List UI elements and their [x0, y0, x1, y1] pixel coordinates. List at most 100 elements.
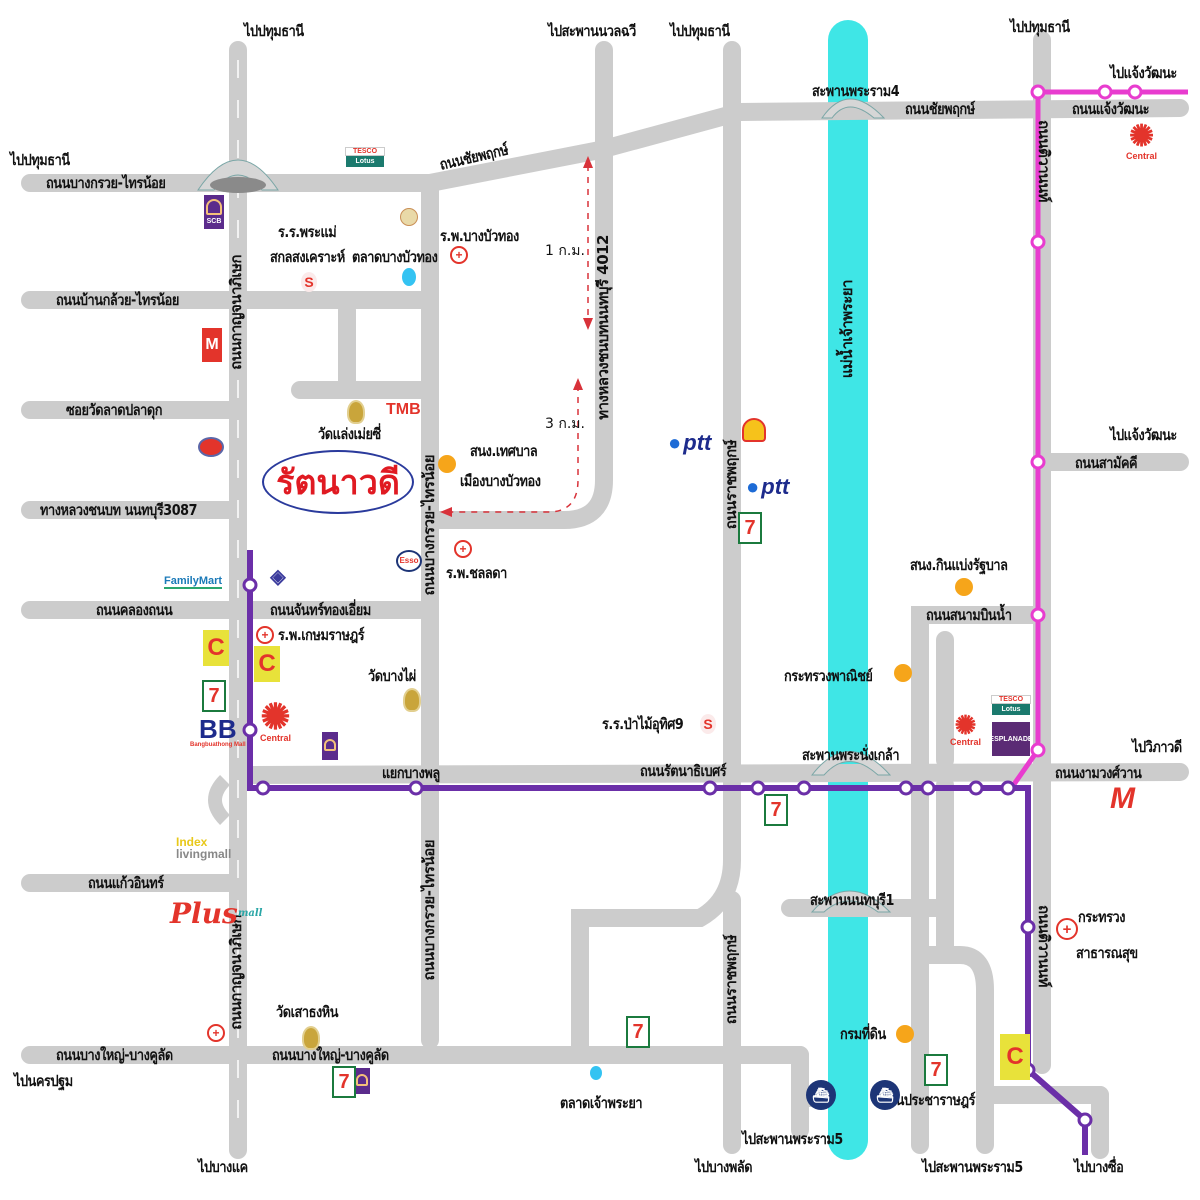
route-3km	[448, 385, 579, 513]
purple-line-station	[702, 780, 718, 796]
shell-gas-icon	[742, 418, 766, 442]
place-label: ร.พ.บางบัวทอง	[440, 227, 519, 245]
place-label: วัดเสาธงหิน	[276, 1003, 339, 1021]
stations	[242, 84, 1143, 1128]
location-title: รัตนาวดี	[262, 450, 414, 514]
government-office-icon	[896, 1025, 914, 1043]
bigc-icon: C	[254, 646, 280, 682]
pink-line-track	[1007, 89, 1188, 792]
bridge-phranangklao-arc	[810, 751, 892, 776]
bridge-label: สะพานนนทบุรี1	[810, 891, 894, 909]
road-label-vertical: ถนนติวานนท์	[1035, 120, 1053, 203]
purple-line-station	[408, 780, 424, 796]
place-label: สนง.กินแบ่งรัฐบาล	[910, 556, 1008, 574]
the-mall-icon: M	[1110, 782, 1135, 815]
tmb-bank-icon: TMB	[386, 402, 421, 418]
place-label: สนง.เทศบาล	[470, 442, 538, 460]
scb-bank-icon	[322, 732, 338, 760]
purple-line-station	[1000, 780, 1016, 796]
direction-label: ไปปทุมธานี	[244, 22, 304, 40]
road-label: ถนนบางกรวย-ไทรน้อย	[46, 174, 166, 192]
place-label: ตลาดบางบัวทอง	[352, 248, 438, 266]
bb-label: BB	[199, 714, 237, 744]
distance-label: 1 ก.ม.	[545, 243, 585, 259]
scb-label: SCB	[206, 218, 222, 225]
hospital-icon: +	[256, 626, 274, 644]
road-label: ถนนบางใหญ่-บางคูลัด	[56, 1046, 173, 1064]
purple-line-station	[1020, 919, 1036, 935]
bigc-icon: C	[203, 630, 229, 666]
bridge-label: สะพานพระราม4	[812, 82, 900, 100]
bb-sublabel: Bangbuathong Mall	[190, 742, 246, 748]
pink-line-station	[1030, 454, 1046, 470]
river-label: แม่น้ำเจ้าพระยา	[838, 280, 856, 379]
place-label: สกลสงเคราะห์	[270, 248, 345, 266]
place-label: สาธารณสุข	[1076, 944, 1138, 962]
boat-pier-icon: ⛴	[870, 1080, 900, 1110]
bridge-rama4-arc	[821, 98, 886, 119]
place-label: ร.ร.ป่าไม้อุทิศ9	[602, 715, 684, 733]
interchange-shadow	[210, 177, 266, 193]
seven-eleven-icon: 7	[764, 794, 788, 826]
road-label: ถนนสนามบินน้ำ	[926, 606, 1012, 624]
road-label: ถนนคลองถนน	[96, 601, 173, 619]
road-label: ถนนประชาราษฎร์	[880, 1091, 976, 1109]
road-label: ถนนงามวงศ์วาน	[1055, 764, 1142, 782]
place-label: กระทรวงพาณิชย์	[784, 667, 873, 685]
road-label: ถนนจันทร์ทองเอี่ยม	[270, 601, 371, 619]
purple-line-station	[968, 780, 984, 796]
road-chaiyapruek	[421, 99, 1189, 192]
hospital-icon: +	[450, 246, 468, 264]
ptt-label: ptt	[683, 430, 712, 455]
road-label-vertical: ถนนบางกรวย-ไทรน้อย	[420, 455, 438, 596]
arrowhead-up-1	[583, 156, 593, 168]
seven-eleven-icon: 7	[738, 512, 762, 544]
government-office-icon	[894, 664, 912, 682]
purple-line-station	[750, 780, 766, 796]
esplanade-mall-icon: ESPLANADE	[989, 722, 1033, 756]
pink-line-station	[1030, 84, 1046, 100]
direction-label: ไปบางซื่อ	[1074, 1158, 1124, 1176]
road-label: ถนนสามัคคี	[1075, 454, 1138, 472]
purple-line	[247, 550, 1088, 1155]
plus-sublabel: mall	[237, 908, 263, 919]
road-label-vertical: ถนนกาญจนาภิเษก	[227, 915, 245, 1030]
road-sanambinnam	[911, 606, 1049, 779]
purple-line-station	[1077, 1112, 1093, 1128]
purple-line-station	[920, 780, 936, 796]
road-label: ถนนชัยพฤกษ์	[905, 100, 975, 118]
direction-label: ไปปทุมธานี	[670, 22, 730, 40]
direction-label: ไปปทุมธานี	[10, 151, 70, 169]
purple-line-track	[247, 550, 1088, 1155]
bridge-label: สะพานพระนั่งเกล้า	[802, 746, 900, 764]
place-label: กระทรวง	[1078, 908, 1126, 926]
livingmall-label: livingmall	[176, 847, 232, 861]
road-south-curve	[916, 946, 994, 1154]
pink-line	[1007, 89, 1188, 792]
index-label: Index	[176, 835, 208, 849]
place-label: ร.พ.ชลลดา	[446, 564, 507, 582]
road-label-vertical: ทางหลวงชนบทนนทบุรี 4012	[594, 235, 612, 420]
direction-label: ไปแจ้งวัฒนะ	[1110, 426, 1177, 444]
hospital-icon: +	[1056, 918, 1078, 940]
ptt-gas-icon: ●ptt	[668, 430, 712, 455]
plus-label: Plus	[170, 897, 238, 930]
place-label: ตลาดเจ้าพระยา	[560, 1094, 643, 1112]
place-label: ร.ร.พระแม่	[278, 223, 337, 241]
temple-icon	[347, 400, 365, 424]
direction-label: ไปแจ้งวัฒนะ	[1110, 64, 1177, 82]
direction-label: ไปปทุมธานี	[1010, 18, 1070, 36]
road-label: ถนนบ้านกล้วย-ไทรน้อย	[56, 291, 179, 309]
purple-line-station	[242, 722, 258, 738]
central-mall-icon: ✺Central	[950, 710, 982, 747]
central-label: Central	[950, 737, 982, 747]
direction-label: ไปบางพลัด	[695, 1158, 753, 1176]
distance-label: 3 ก.ม.	[545, 416, 585, 432]
road-label: ซอยวัดลาดปลาดุก	[66, 401, 163, 419]
government-office-icon	[438, 455, 456, 473]
pink-line-station	[1127, 84, 1143, 100]
scb-bank-icon: SCB	[204, 195, 224, 229]
